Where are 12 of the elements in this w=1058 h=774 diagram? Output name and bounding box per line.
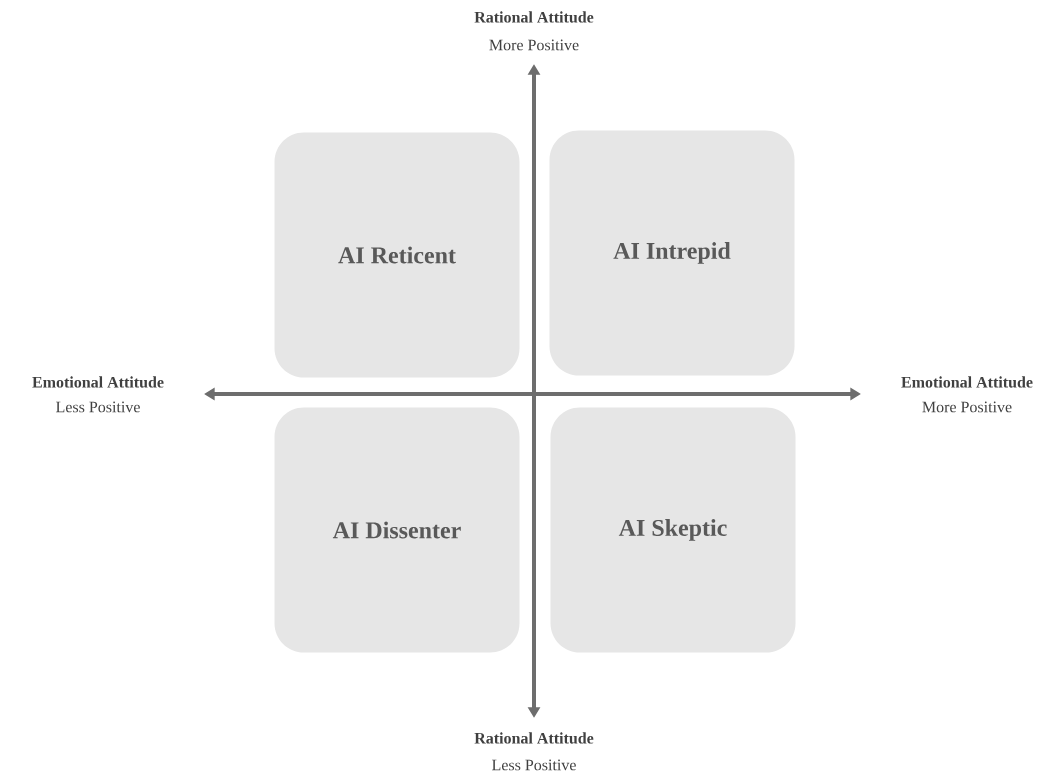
quadrant-box: AI Dissenter [274, 407, 520, 653]
axis-label: More Positive [922, 401, 1012, 413]
axis-label: Less Positive [56, 401, 140, 413]
axis-label: Less Positive [492, 759, 576, 771]
axis-title: Rational Attitude [474, 11, 594, 23]
quadrant-box: AI Skeptic [550, 407, 796, 653]
axis-title: Emotional Attitude [901, 376, 1033, 388]
quadrant-box: AI Reticent [274, 132, 520, 378]
axis-title: Rational Attitude [474, 732, 594, 744]
quadrant-box: AI Intrepid [549, 130, 795, 376]
axis-label: More Positive [489, 39, 579, 51]
axis-title: Emotional Attitude [32, 376, 164, 388]
